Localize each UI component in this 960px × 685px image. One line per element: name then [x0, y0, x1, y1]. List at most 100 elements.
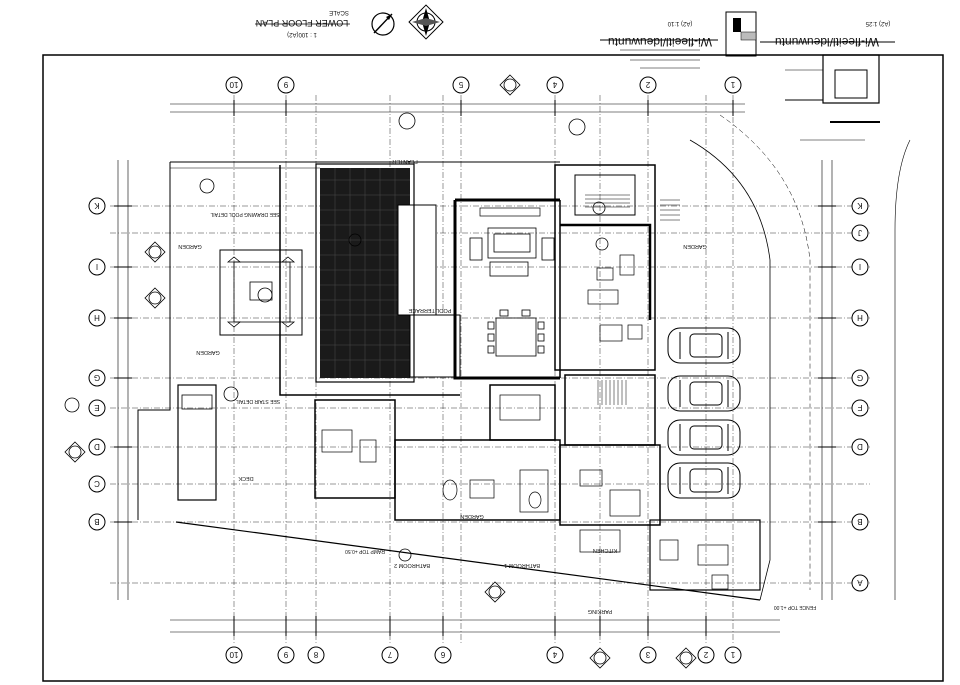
svg-text:K: K — [857, 201, 863, 210]
detail-left-scale: (A2) 1:10 — [667, 20, 692, 26]
svg-text:9: 9 — [283, 650, 288, 659]
svg-text:1: 1 — [730, 650, 735, 659]
grid-row-left-K: K — [88, 197, 106, 215]
room-label-garden-3: GARDEN — [683, 243, 707, 249]
grid-col-top-9: 9 — [277, 76, 295, 94]
detail-right: Wi-fleeitl/ldeuwuntu (A2) 1:25 — [760, 20, 895, 141]
svg-text:C: C — [94, 479, 100, 488]
lounge-furniture — [479, 207, 643, 421]
svg-text:H: H — [94, 313, 100, 322]
grid-row-left-B: B — [88, 513, 106, 531]
grid-col-bottom-6: 6 — [434, 646, 452, 664]
svg-text:3: 3 — [645, 650, 650, 659]
detail-left: Wi-fleeitl/ldeuwuntu (A2) 1:10 — [600, 11, 757, 69]
grid-row-right-J: J — [851, 224, 869, 242]
note-ramp-top: RAMP TOP +0.50 — [345, 548, 385, 554]
grid-row-right-I: I — [851, 258, 869, 276]
grid-row-left-E: E — [88, 399, 106, 417]
svg-text:4: 4 — [552, 650, 557, 659]
room-label-bathroom-2: BATHROOM 2 — [394, 562, 430, 568]
svg-text:10: 10 — [229, 80, 238, 89]
grid-row-right-D: D — [851, 438, 869, 456]
stairs — [585, 194, 680, 405]
svg-text:2: 2 — [703, 650, 708, 659]
svg-text:A: A — [857, 578, 863, 587]
svg-text:K: K — [94, 201, 100, 210]
svg-text:I: I — [859, 262, 861, 271]
grid-col-bottom-4: 4 — [546, 646, 564, 664]
grid-row-left-I: I — [88, 258, 106, 276]
grid-row-right-B: B — [851, 513, 869, 531]
site-boundary — [137, 114, 911, 601]
title-block: LOWER FLOOR PLAN SCALE 1 : 100(A2) — [255, 4, 444, 40]
grid-col-bottom-1: 1 — [724, 646, 742, 664]
svg-text:10: 10 — [229, 650, 238, 659]
sheet-title: LOWER FLOOR PLAN — [256, 18, 349, 28]
svg-text:G: G — [94, 373, 100, 382]
svg-text:6: 6 — [440, 650, 445, 659]
grid-col-top-2: 2 — [639, 76, 657, 94]
grid-row-left-C: C — [88, 475, 106, 493]
grid-col-top-4: 4 — [546, 76, 564, 94]
svg-text:E: E — [94, 403, 99, 412]
detail-right-scale: (A2) 1:25 — [865, 20, 890, 26]
room-label-garden-4: GARDEN — [460, 513, 484, 519]
scale-label: SCALE — [329, 9, 349, 15]
grid-row-right-F: F — [851, 399, 869, 417]
note-fence-top: FENCE TOP +1.00 — [774, 604, 817, 610]
grid-row-right-G: G — [851, 369, 869, 387]
grid-row-left-D: D — [88, 438, 106, 456]
svg-text:5: 5 — [458, 80, 463, 89]
room-label-bathroom-1: BATHROOM 1 — [504, 562, 540, 568]
room-label-kitchen: KITCHEN — [593, 547, 617, 553]
dimension-lines — [117, 103, 833, 633]
dining-table — [487, 309, 545, 357]
grid-col-bottom-8: 8 — [307, 646, 325, 664]
grid-row-left-H: H — [88, 309, 106, 327]
garden-pavilion — [219, 249, 303, 336]
svg-text:B: B — [857, 517, 862, 526]
grid-lines — [110, 95, 870, 645]
svg-text:D: D — [857, 442, 863, 451]
room-label-garden-2: GARDEN — [196, 349, 220, 355]
grid-col-top-10: 10 — [225, 76, 243, 94]
svg-text:G: G — [857, 373, 863, 382]
room-label-pool-terrace: POOL TERRACE — [408, 307, 451, 313]
dimension-ticks — [114, 100, 836, 636]
svg-text:D: D — [94, 442, 100, 451]
svg-text:J: J — [858, 228, 862, 237]
svg-text:B: B — [94, 517, 99, 526]
note-stair-detail: SEE STAIR DETAIL — [236, 398, 280, 404]
grid-col-bottom-3: 3 — [639, 646, 657, 664]
room-label-deck: DECK — [238, 475, 254, 481]
room-labels: GARDEN GARDEN GARDEN GARDEN POOL TERRACE… — [178, 158, 707, 614]
grid-row-left-G: G — [88, 369, 106, 387]
grid-row-right-K: K — [851, 197, 869, 215]
north-arrow-icon — [371, 12, 395, 36]
room-label-parking: PARKING — [588, 608, 612, 614]
room-label-garden-1: GARDEN — [178, 243, 202, 249]
note-pool-detail: SEE DRAWING POOL DETAIL — [210, 211, 279, 217]
annotation-notes: SEE STAIR DETAIL FENCE TOP +1.00 RAMP TO… — [210, 211, 816, 610]
building-walls — [170, 161, 761, 591]
svg-text:8: 8 — [313, 650, 318, 659]
sheet-border — [42, 54, 944, 682]
grid-col-bottom-7: 7 — [381, 646, 399, 664]
bathroom-fixtures — [321, 429, 729, 590]
grid-col-top-5: 5 — [452, 76, 470, 94]
section-markers — [64, 74, 697, 669]
grid-row-right-A: A — [851, 574, 869, 592]
svg-text:F: F — [857, 403, 862, 412]
svg-text:2: 2 — [645, 80, 650, 89]
svg-text:4: 4 — [552, 80, 557, 89]
svg-text:1: 1 — [730, 80, 735, 89]
grid-row-right-H: H — [851, 309, 869, 327]
cars — [667, 327, 741, 499]
svg-text:7: 7 — [387, 650, 392, 659]
room-label-planter: PLANTER — [392, 158, 417, 164]
compass-rose-icon — [408, 4, 444, 40]
swimming-pool — [315, 163, 461, 383]
grid-col-bottom-10: 10 — [225, 646, 243, 664]
grid-col-bottom-2: 2 — [697, 646, 715, 664]
